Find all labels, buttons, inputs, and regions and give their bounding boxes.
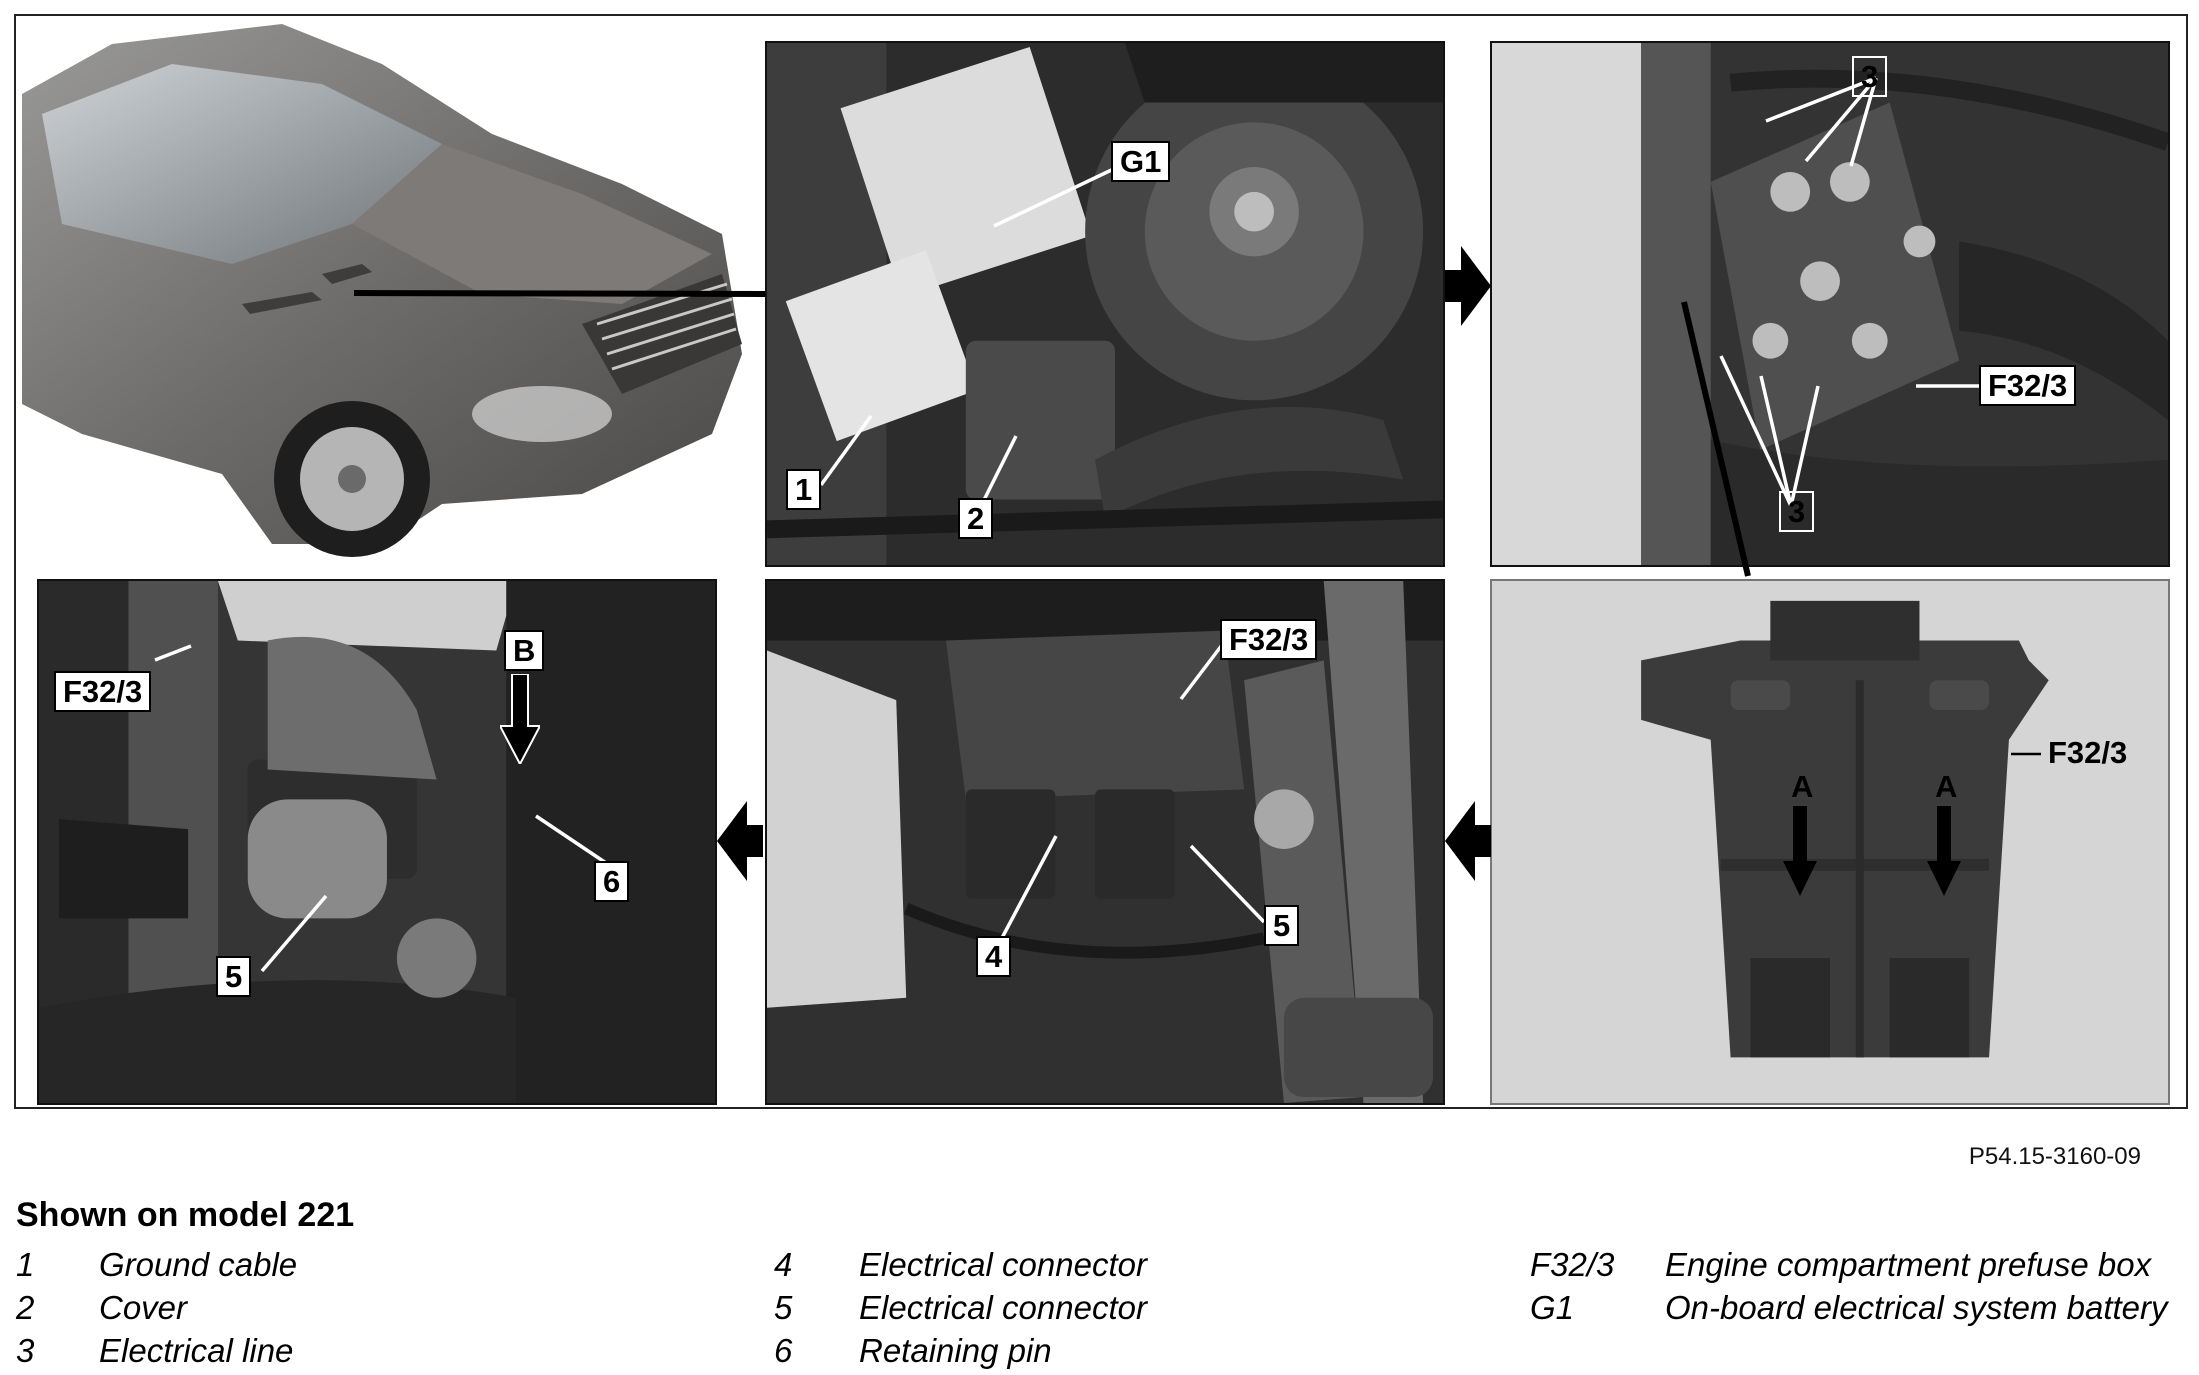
callout-f32-mid: F32/3 xyxy=(1220,619,1318,660)
callout-g1: G1 xyxy=(1111,141,1171,182)
legend-item: 2 Cover xyxy=(16,1289,716,1332)
legend-item: 1 Ground cable xyxy=(16,1246,716,1289)
prefuse-box-detail-photo xyxy=(1490,579,2170,1105)
flow-arrow-down-left-2 xyxy=(717,801,763,881)
callout-3-top: 3 xyxy=(1852,56,1888,97)
prefuse-box-installed-photo xyxy=(1490,41,2170,567)
connector-photo xyxy=(765,579,1445,1105)
retaining-pin-photo xyxy=(37,579,717,1105)
callout-f32-top: F32/3 xyxy=(1979,365,2077,406)
arrow-b xyxy=(500,674,540,764)
legend-key: 6 xyxy=(774,1332,793,1369)
arrow-a-right xyxy=(1927,806,1961,896)
car-overview-image xyxy=(22,24,762,584)
callout-3-bottom: 3 xyxy=(1779,491,1815,532)
legend-key: 3 xyxy=(16,1332,35,1369)
callout-2: 2 xyxy=(958,498,994,539)
legend-item: 5 Electrical connector xyxy=(774,1289,1474,1332)
legend-key: 5 xyxy=(774,1289,793,1326)
legend-key: 1 xyxy=(16,1246,35,1283)
callout-6: 6 xyxy=(594,861,630,902)
callout-a-left: A xyxy=(1791,769,1814,804)
callout-1: 1 xyxy=(786,469,822,510)
legend-label: Electrical connector xyxy=(859,1246,1147,1283)
flow-arrow-down-left-1 xyxy=(1445,801,1491,881)
legend-label: Retaining pin xyxy=(859,1332,1052,1369)
flow-arrow-right xyxy=(1445,246,1491,326)
arrow-a-left xyxy=(1783,806,1817,896)
legend-label: Ground cable xyxy=(99,1246,298,1283)
callout-b: B xyxy=(504,630,545,671)
callout-4: 4 xyxy=(976,936,1012,977)
legend-key: 4 xyxy=(774,1246,793,1283)
legend-item: 3 Electrical line xyxy=(16,1332,716,1375)
callout-5-mid: 5 xyxy=(1264,905,1300,946)
legend-label: On-board electrical system battery xyxy=(1665,1289,2168,1326)
callout-f32-bracket: F32/3 xyxy=(2048,735,2128,770)
callout-5-left: 5 xyxy=(216,956,252,997)
legend-item: G1 On-board electrical system battery xyxy=(1530,1289,2180,1332)
legend-item: 6 Retaining pin xyxy=(774,1332,1474,1375)
legend-key: G1 xyxy=(1530,1289,1575,1326)
legend-label: Electrical line xyxy=(99,1332,294,1369)
legend-label: Cover xyxy=(99,1289,188,1326)
legend-label: Engine compartment prefuse box xyxy=(1665,1246,2152,1283)
legend-label: Electrical connector xyxy=(859,1289,1147,1326)
legend-item: 4 Electrical connector xyxy=(774,1246,1474,1289)
callout-f32-left: F32/3 xyxy=(54,671,152,712)
legend-key: F32/3 xyxy=(1530,1246,1615,1283)
legend-column-3: F32/3 Engine compartment prefuse box G1 On… xyxy=(1530,1246,2180,1332)
legend-column-1: 1 Ground cable 2 Cover 3 Electrical line xyxy=(16,1246,716,1375)
legend-title: Shown on model 221 xyxy=(16,1196,355,1234)
callout-a-right: A xyxy=(1935,769,1958,804)
figure-code: P54.15-3160-09 xyxy=(1968,1143,2141,1170)
battery-compartment-photo xyxy=(765,41,1445,567)
legend-key: 2 xyxy=(16,1289,35,1326)
legend-item: F32/3 Engine compartment prefuse box xyxy=(1530,1246,2180,1289)
diagram-figure: G1 1 2 3 3 F32/3 F32/3 A A F32/3 4 5 F32… xyxy=(14,14,2188,1109)
